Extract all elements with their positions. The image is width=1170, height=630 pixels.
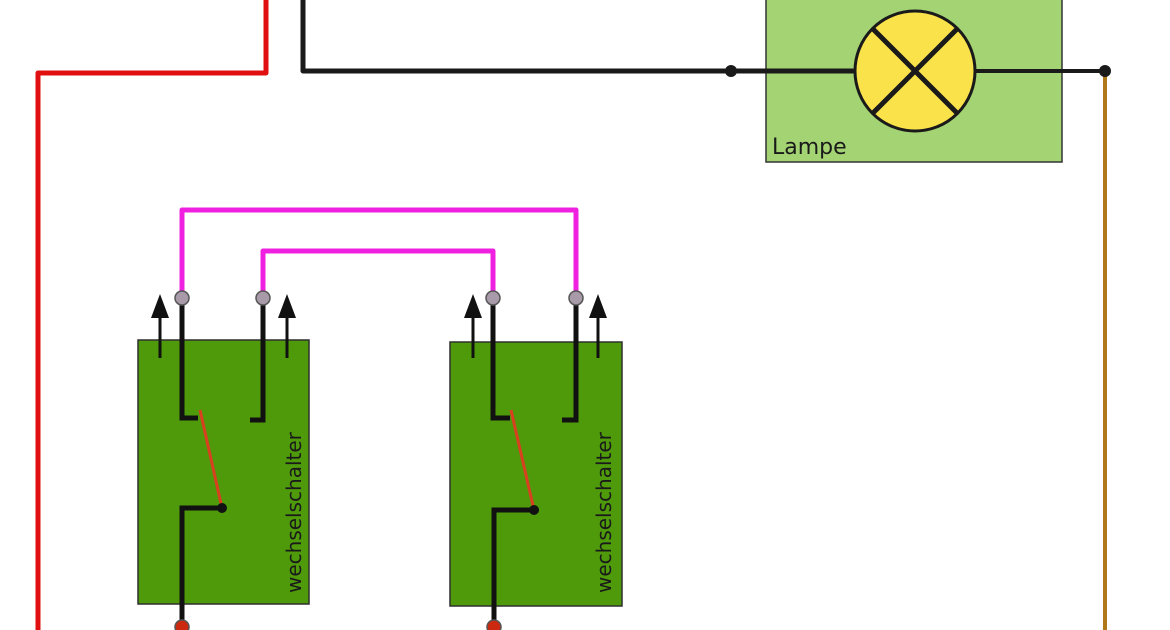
switch-2-box	[449, 341, 623, 607]
phase-wire	[35, 0, 269, 630]
traveler-wire-outer	[179, 207, 579, 298]
terminal-dot-icon	[485, 290, 501, 306]
switch-1-box	[137, 339, 310, 605]
neutral-wire	[300, 0, 856, 74]
junction-dot-left	[725, 65, 737, 77]
switch-1-label: wechselschalter	[282, 431, 306, 593]
switch-2-label: wechselschalter	[592, 431, 616, 593]
switch-1: wechselschalter	[137, 290, 310, 630]
switch-2: wechselschalter	[449, 290, 623, 630]
terminal-dot-icon	[174, 619, 190, 630]
terminal-dot-icon	[174, 290, 190, 306]
junction-dot-right	[1099, 65, 1111, 77]
arrow-up-icon	[589, 294, 607, 358]
lamp-label: Lampe	[772, 135, 847, 160]
arrow-up-icon	[278, 294, 296, 358]
arrow-up-icon	[151, 294, 169, 358]
switch-2-lever	[509, 409, 536, 511]
traveler-wire-inner	[260, 248, 496, 298]
terminal-dot-icon	[568, 290, 584, 306]
arrow-up-icon	[464, 294, 482, 358]
terminal-dot-icon	[486, 619, 502, 630]
terminal-dot-icon	[255, 290, 271, 306]
switch-1-lever	[198, 409, 224, 509]
lamp-x-icon	[853, 9, 977, 133]
